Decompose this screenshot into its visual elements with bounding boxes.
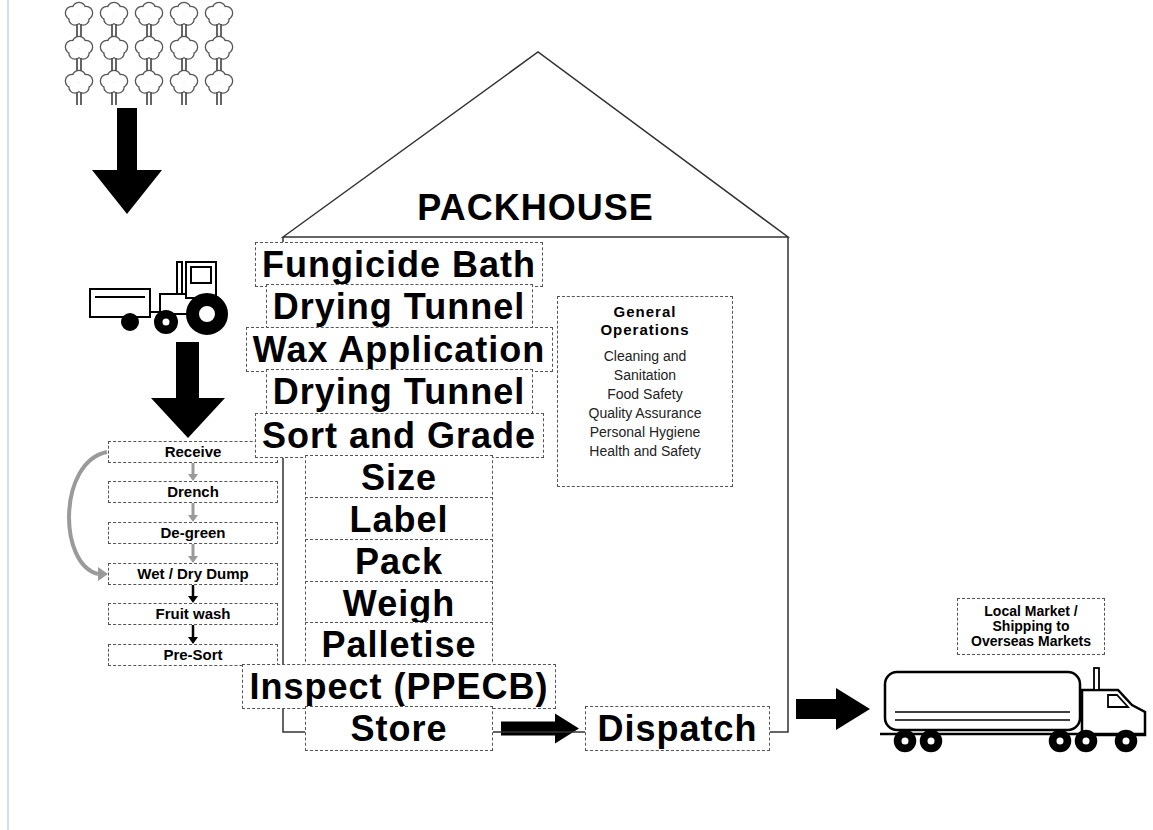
- box-label: Sort and Grade: [262, 416, 536, 456]
- process-box: Drench: [108, 481, 278, 503]
- box-label: General Operations: [585, 303, 705, 339]
- box-label: Size: [361, 458, 437, 498]
- arrow-head: [188, 515, 198, 522]
- flow-arrow: [188, 544, 198, 563]
- box-label: Drying Tunnel: [273, 372, 525, 412]
- process-box: Wet / Dry Dump: [108, 563, 278, 585]
- arrow-shaft: [69, 452, 107, 574]
- box-label: Wet / Dry Dump: [137, 565, 248, 583]
- packhouse-building: PACKHOUSEFungicide BathDrying TunnelWax …: [283, 52, 788, 733]
- harvest-arrow: [92, 108, 162, 214]
- box-label: Label: [349, 500, 448, 540]
- process-box: Dispatch: [585, 706, 770, 751]
- list-item: Cleaning and Sanitation: [580, 347, 710, 385]
- truck: [880, 668, 1145, 751]
- box-label: Receive: [165, 443, 222, 461]
- process-box: Sort and Grade: [255, 413, 544, 458]
- flow-arrow: [188, 503, 198, 522]
- process-box: Drying Tunnel: [266, 284, 533, 329]
- box-label: Palletise: [321, 625, 476, 665]
- process-box: De-green: [108, 522, 278, 544]
- process-box: Size: [305, 455, 493, 500]
- process-box: Drying Tunnel: [266, 369, 533, 414]
- box-label: Pre-Sort: [163, 646, 222, 664]
- arrow-shaft: [192, 625, 195, 637]
- list-item: Personal Hygiene: [590, 423, 701, 442]
- arrow-head: [188, 474, 198, 481]
- box-label: De-green: [160, 524, 225, 542]
- process-box: Wax Application: [246, 327, 553, 372]
- flow-arrow: [188, 625, 198, 644]
- process-box: Fungicide Bath: [255, 242, 543, 287]
- process-box: Receive: [108, 441, 278, 463]
- list-item: Quality Assurance: [589, 404, 702, 423]
- process-box: Weigh: [305, 581, 493, 626]
- box-label: Dispatch: [597, 709, 757, 749]
- process-box: Label: [305, 497, 493, 542]
- flow-arrow: [188, 463, 198, 481]
- box-label: Inspect (PPECB): [249, 667, 548, 707]
- arrow-shaft: [192, 544, 195, 556]
- arrow-shaft: [192, 585, 195, 596]
- delivery-arrow: [151, 342, 225, 438]
- box-label: Drench: [167, 483, 219, 501]
- arrow-shaft: [192, 463, 195, 474]
- process-box: Pack: [305, 539, 493, 584]
- building-title: PACKHOUSE: [283, 188, 788, 228]
- page-edge-line: [7, 0, 9, 830]
- arrow-head: [188, 556, 198, 563]
- arrow-shaft: [192, 503, 195, 515]
- process-box: Fruit wash: [108, 603, 278, 625]
- orchard-trees: [66, 3, 232, 105]
- list-item: Food Safety: [607, 385, 683, 404]
- tractor: [90, 262, 227, 334]
- arrow-head: [188, 596, 198, 603]
- box-label: Store: [350, 709, 447, 749]
- flow-arrow: [188, 585, 198, 603]
- process-box: Palletise: [305, 622, 493, 667]
- box-label: Local Market / Shipping to Overseas Mark…: [970, 604, 1092, 649]
- flow-arrow: [69, 452, 108, 581]
- operations-box: General OperationsCleaning and Sanitatio…: [557, 296, 733, 487]
- flow-arrow: [501, 714, 579, 744]
- destination-box: Local Market / Shipping to Overseas Mark…: [957, 598, 1105, 655]
- box-label: Wax Application: [253, 330, 545, 370]
- dispatch-arrow: [796, 688, 870, 730]
- arrow-head: [188, 637, 198, 644]
- process-box: Inspect (PPECB): [242, 664, 556, 709]
- box-label: Pack: [355, 542, 443, 582]
- arrow-head: [98, 567, 108, 581]
- arrow-body: [501, 714, 579, 744]
- box-label: Drying Tunnel: [273, 287, 525, 327]
- box-label: Fungicide Bath: [262, 245, 536, 285]
- list-item: Health and Safety: [589, 442, 700, 461]
- box-label: Weigh: [343, 584, 455, 624]
- process-box: Pre-Sort: [108, 644, 278, 666]
- box-label: Fruit wash: [155, 605, 230, 623]
- process-box: Store: [305, 706, 493, 751]
